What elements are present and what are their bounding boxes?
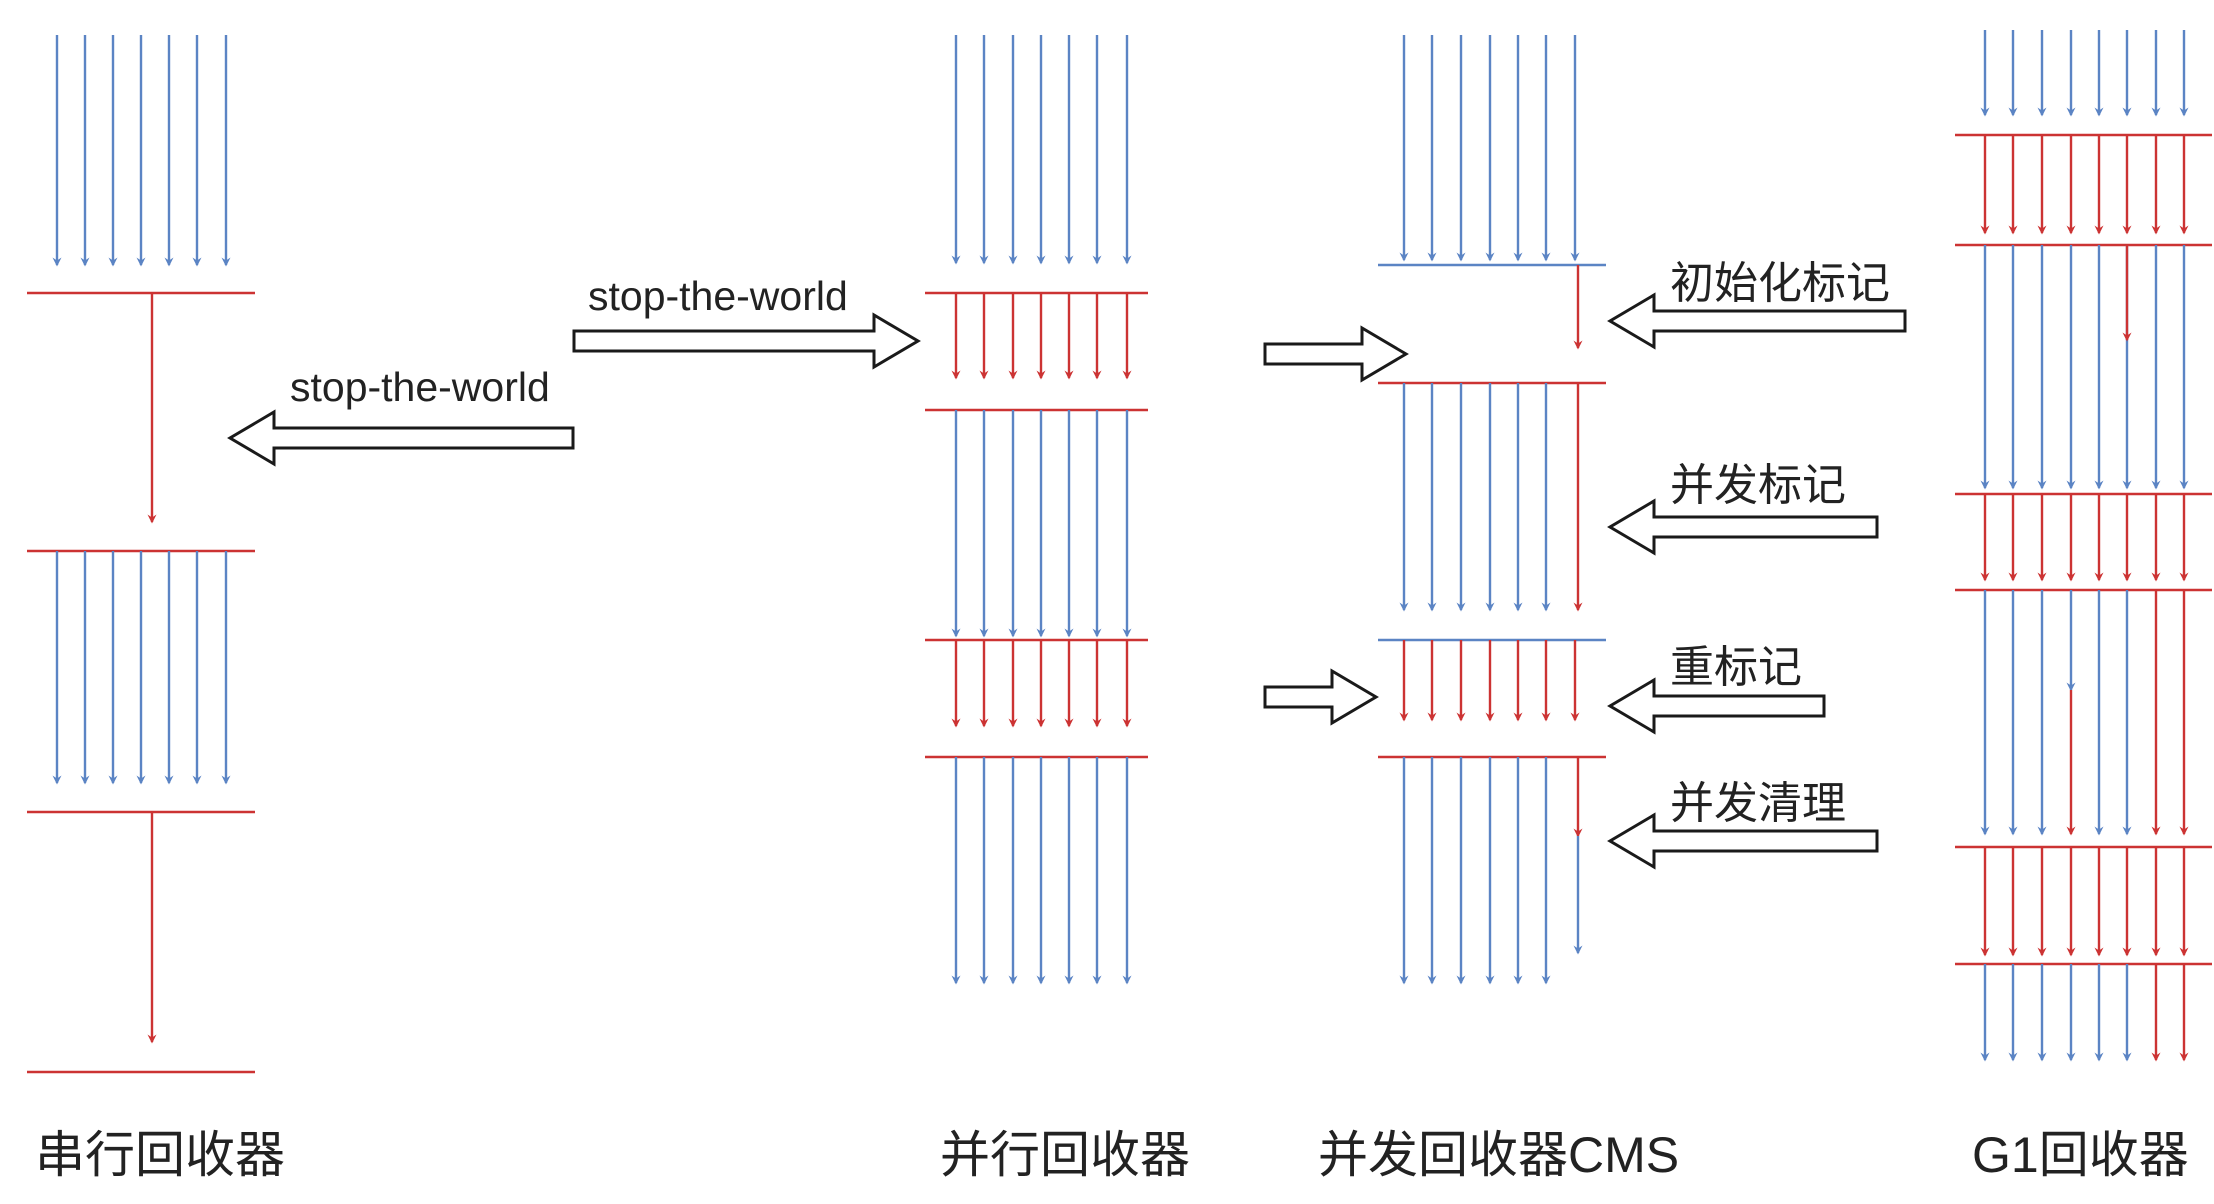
g1-collector — [1955, 30, 2212, 1062]
cms-stw-arrow-remark — [1263, 668, 1379, 726]
title-serial: 串行回收器 — [35, 1127, 285, 1183]
title-parallel: 并行回收器 — [940, 1127, 1190, 1183]
stop-the-world-arrows — [227, 292, 1907, 870]
cms-collector — [1378, 35, 1606, 985]
cms-stw-arrow-initial — [1263, 325, 1409, 383]
cms-phase-initial-mark: 初始化标记 — [1670, 259, 1890, 308]
cms-phase-arrow-initial-mark — [1607, 292, 1907, 350]
cms-phase-concurrent-mark: 并发标记 — [1670, 461, 1846, 510]
cms-phase-concurrent-sweep: 并发清理 — [1670, 779, 1846, 828]
title-g1: G1回收器 — [1972, 1127, 2189, 1183]
cms-phase-remark: 重标记 — [1670, 643, 1802, 692]
cms-phase-arrow-concurrent-mark — [1607, 498, 1879, 556]
serial-collector — [27, 35, 255, 1074]
stw-arrow-left — [227, 409, 575, 467]
stw-label-bottom: stop-the-world — [290, 364, 550, 410]
stw-arrow-right — [572, 312, 921, 370]
cms-phase-arrow-concurrent-sweep — [1607, 812, 1879, 870]
title-cms: 并发回收器CMS — [1318, 1127, 1679, 1183]
parallel-collector — [925, 35, 1148, 985]
cms-phase-arrow-remark — [1607, 677, 1826, 735]
stw-label-top: stop-the-world — [588, 273, 848, 319]
